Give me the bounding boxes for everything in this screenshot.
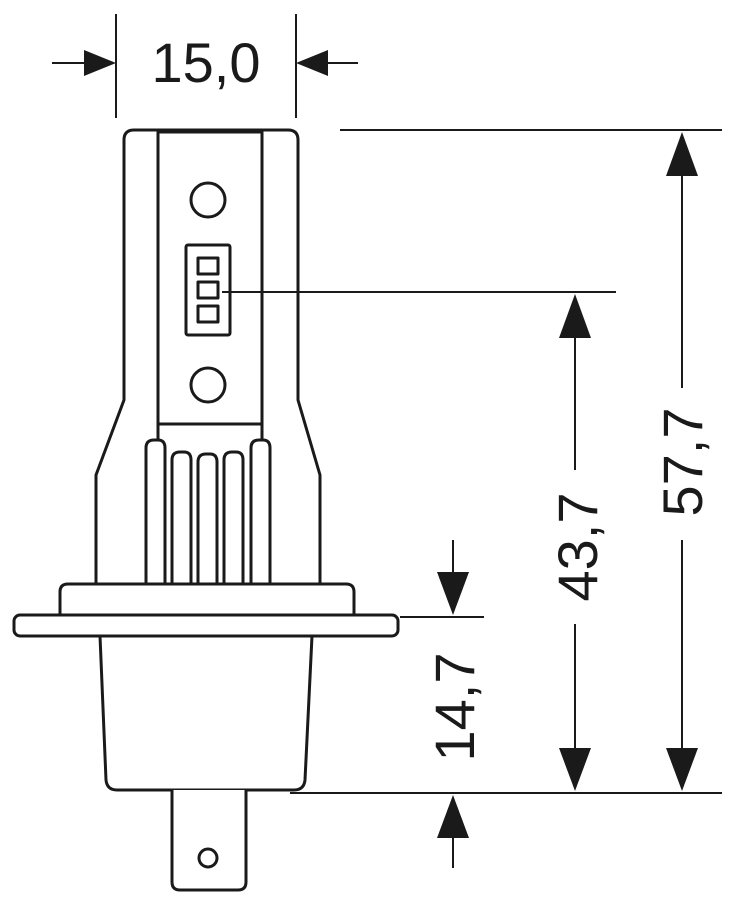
total-height-dimension: 57,7 <box>651 132 714 791</box>
socket-base <box>98 634 314 792</box>
cooling-fins <box>144 438 272 590</box>
base-height-label: 14,7 <box>423 653 486 762</box>
connector-pin-hole <box>197 847 219 869</box>
bulb-flange-plate <box>12 613 400 638</box>
led-bulb-drawing <box>12 128 400 892</box>
width-label: 15,0 <box>152 31 261 94</box>
total-height-label: 57,7 <box>651 408 714 517</box>
led-height-dimension: 43,7 <box>546 294 609 791</box>
base-height-dimension: 14,7 <box>423 540 486 868</box>
connector-pin <box>170 790 248 892</box>
led-chip <box>184 243 232 337</box>
led-height-label: 43,7 <box>546 493 609 602</box>
width-dimension: 15,0 <box>52 14 358 118</box>
bulb-flange-collar <box>58 582 356 615</box>
lower-mounting-hole <box>189 366 227 404</box>
upper-mounting-hole <box>189 181 227 219</box>
